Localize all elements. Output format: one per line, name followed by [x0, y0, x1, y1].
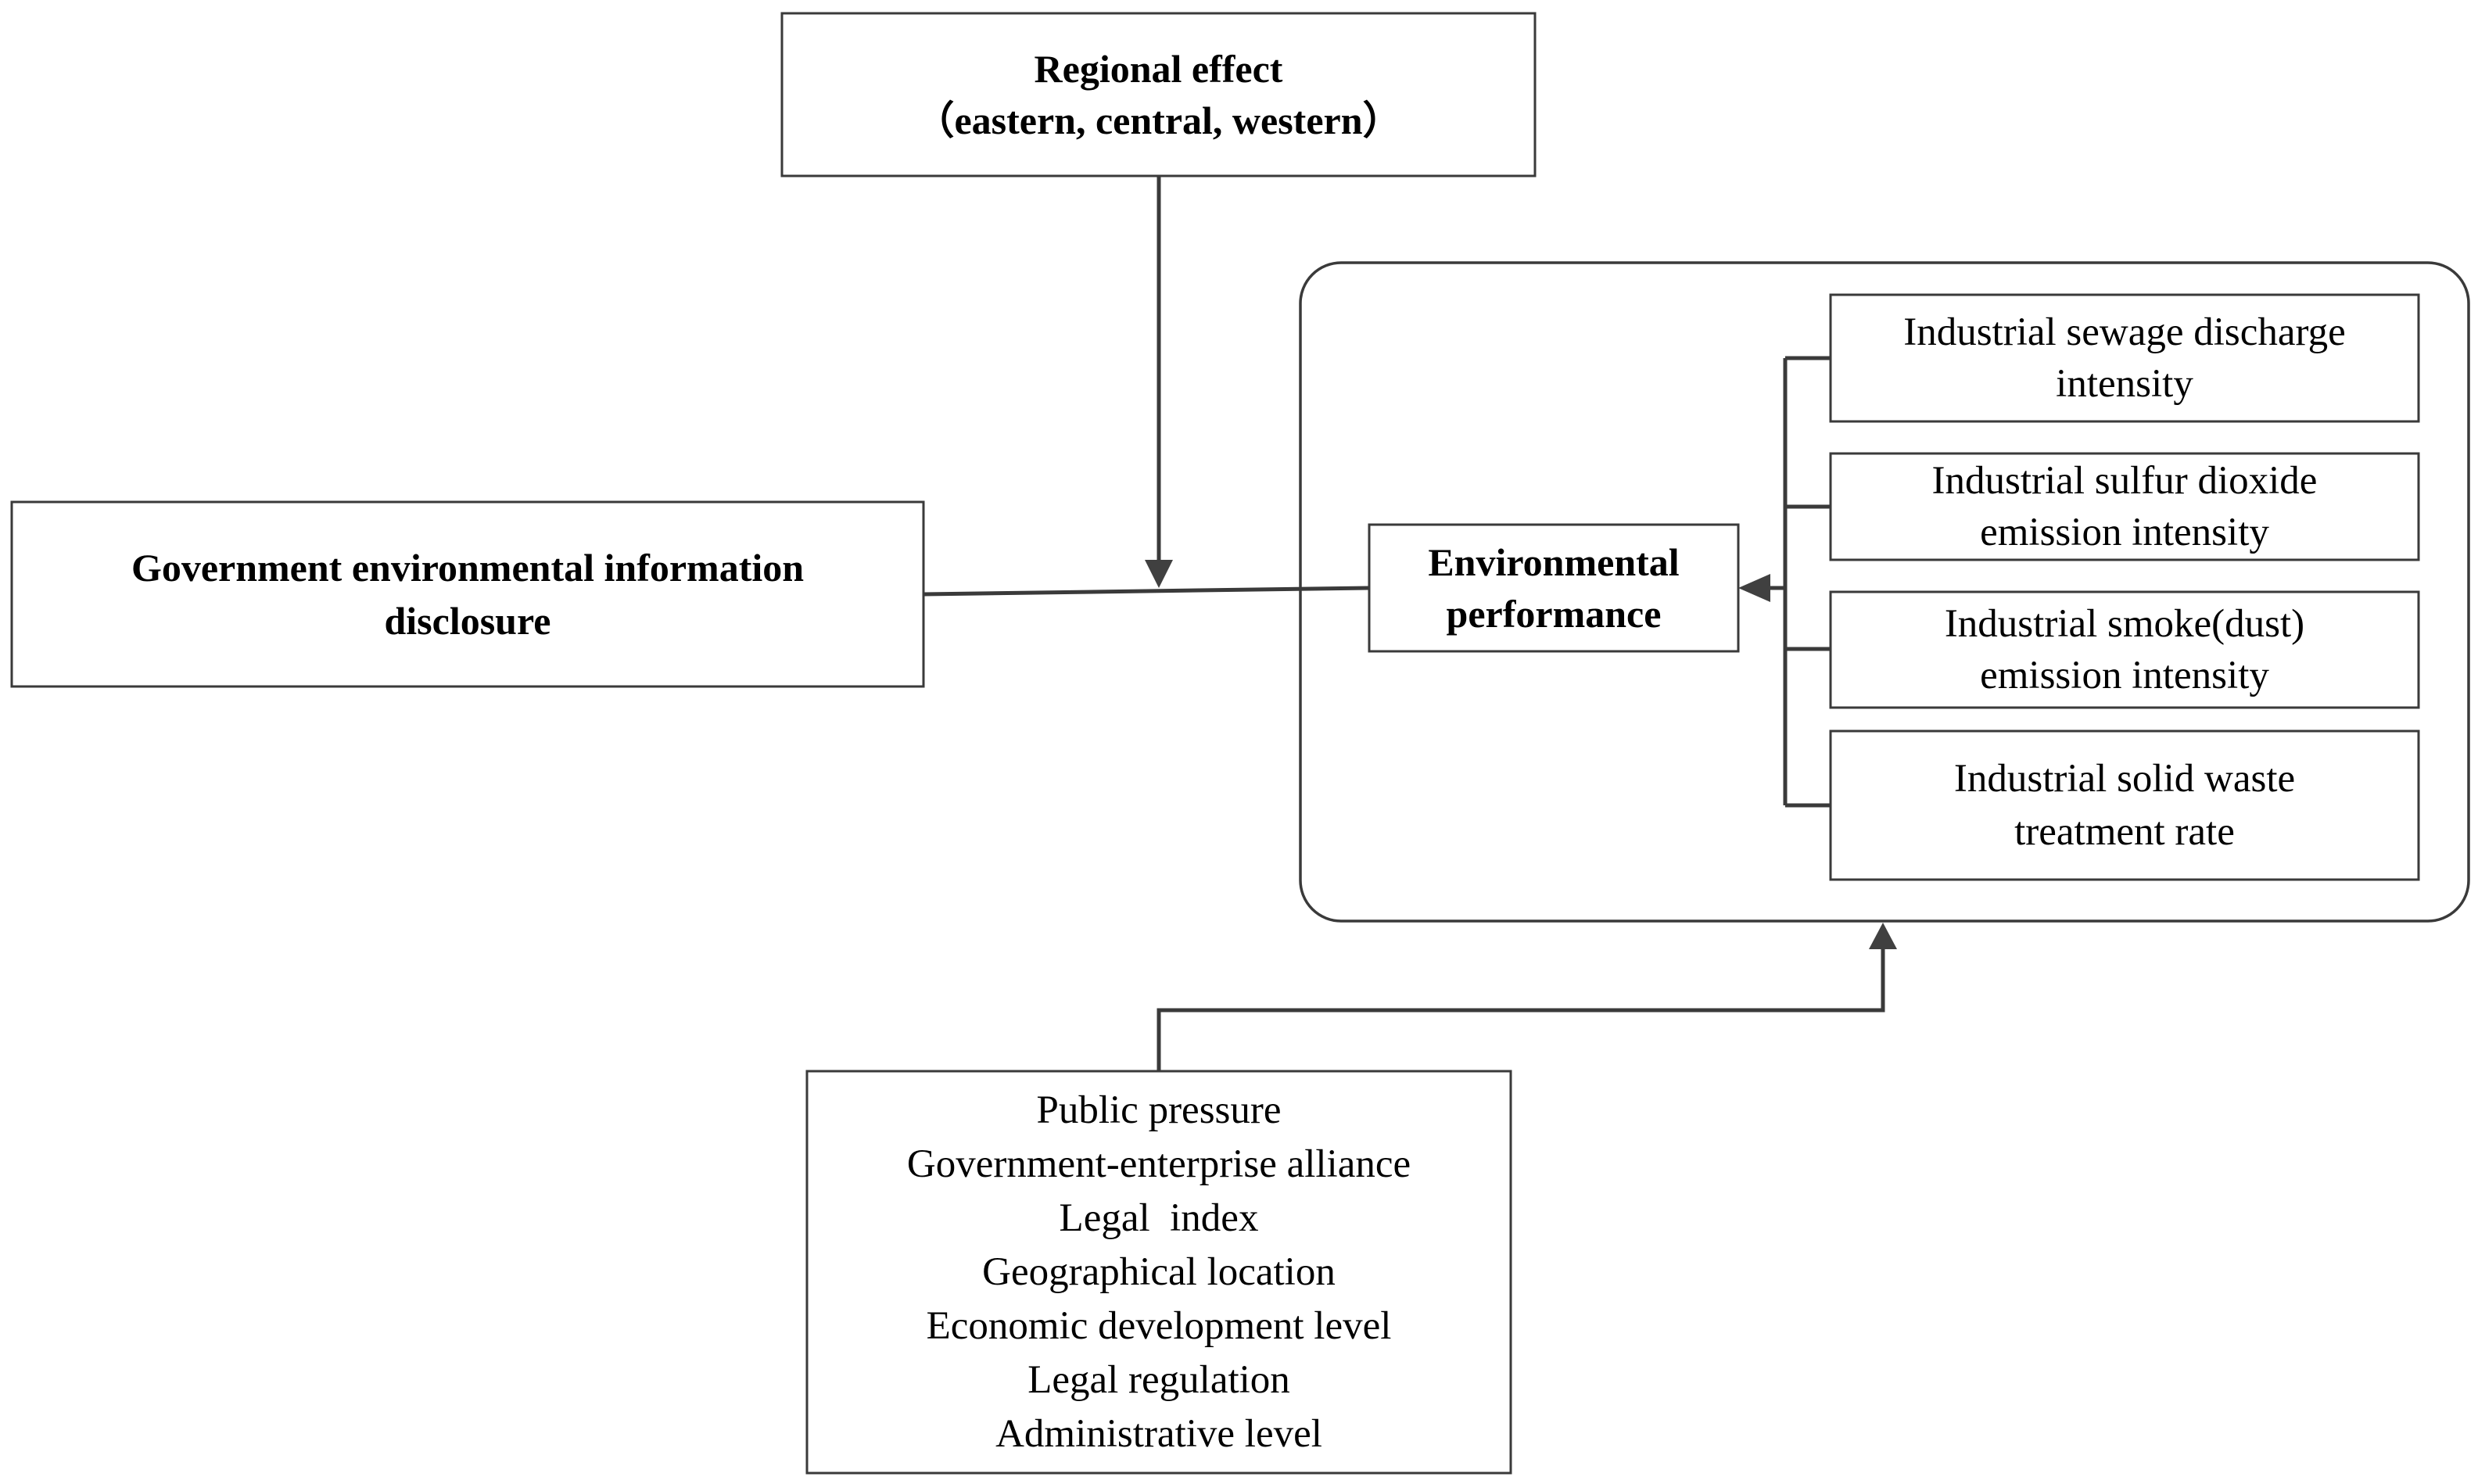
regional-effect-subtitle: （eastern, central, western） [915, 99, 1402, 142]
mechanisms-box [805, 1070, 1512, 1475]
mechanism-item: Economic development level [926, 1303, 1392, 1348]
indicator-arrowhead [1738, 574, 1770, 602]
disclosure-label: Government environmental information dis… [12, 502, 923, 686]
indicator-solid-waste-line-1: Industrial solid waste [1953, 757, 2296, 801]
mechanism-item: Legal index [1059, 1195, 1259, 1240]
mechanisms-label: Public pressure Government-enterprise al… [807, 1071, 1511, 1473]
indicator-sulfur-line-2: emission intensity [1980, 511, 2269, 554]
indicator-label-smoke: Industrial smoke(dust) emission intensit… [1831, 592, 2419, 708]
indicator-label-sulfur: Industrial sulfur dioxide emission inten… [1831, 453, 2419, 560]
environmental-performance-line-1: Environmental [1428, 540, 1680, 584]
disclosure-box [10, 500, 925, 688]
regional-effect-box [780, 12, 1537, 177]
mechanisms-arrow-line [1157, 946, 1885, 1071]
mechanisms-arrowhead [1869, 923, 1897, 949]
main-effect-line [923, 586, 1370, 597]
environmental-performance-line-2: performance [1446, 592, 1662, 636]
indicator-smoke-line-2: emission intensity [1980, 654, 2269, 697]
indicator-sewage-line-1: Industrial sewage discharge [1903, 310, 2346, 354]
mechanism-item: Geographical location [982, 1249, 1336, 1294]
indicator-smoke-line-1: Industrial smoke(dust) [1944, 602, 2305, 646]
regional-effect-label: Regional effect （eastern, central, weste… [782, 13, 1535, 176]
mechanism-item: Legal regulation [1027, 1357, 1290, 1402]
indicator-sulfur-line-1: Industrial sulfur dioxide [1931, 459, 2318, 503]
disclosure-line-2: disclosure [384, 599, 551, 643]
mechanism-item: Administrative level [995, 1411, 1322, 1456]
disclosure-line-1: Government environmental information [131, 546, 805, 590]
mechanism-item: Government-enterprise alliance [906, 1142, 1411, 1186]
indicator-label-solid-waste: Industrial solid waste treatment rate [1831, 731, 2419, 880]
regional-effect-title: Regional effect [1034, 47, 1283, 91]
indicator-label-sewage: Industrial sewage discharge intensity [1831, 295, 2419, 421]
environmental-performance-label: Environmental performance [1369, 525, 1738, 651]
indicator-solid-waste-line-2: treatment rate [2014, 810, 2235, 854]
mechanism-item: Public pressure [1036, 1088, 1282, 1132]
indicator-sewage-line-2: intensity [2056, 362, 2193, 406]
performance-group-frame [1299, 261, 2470, 923]
regional-effect-arrowhead [1145, 560, 1173, 588]
